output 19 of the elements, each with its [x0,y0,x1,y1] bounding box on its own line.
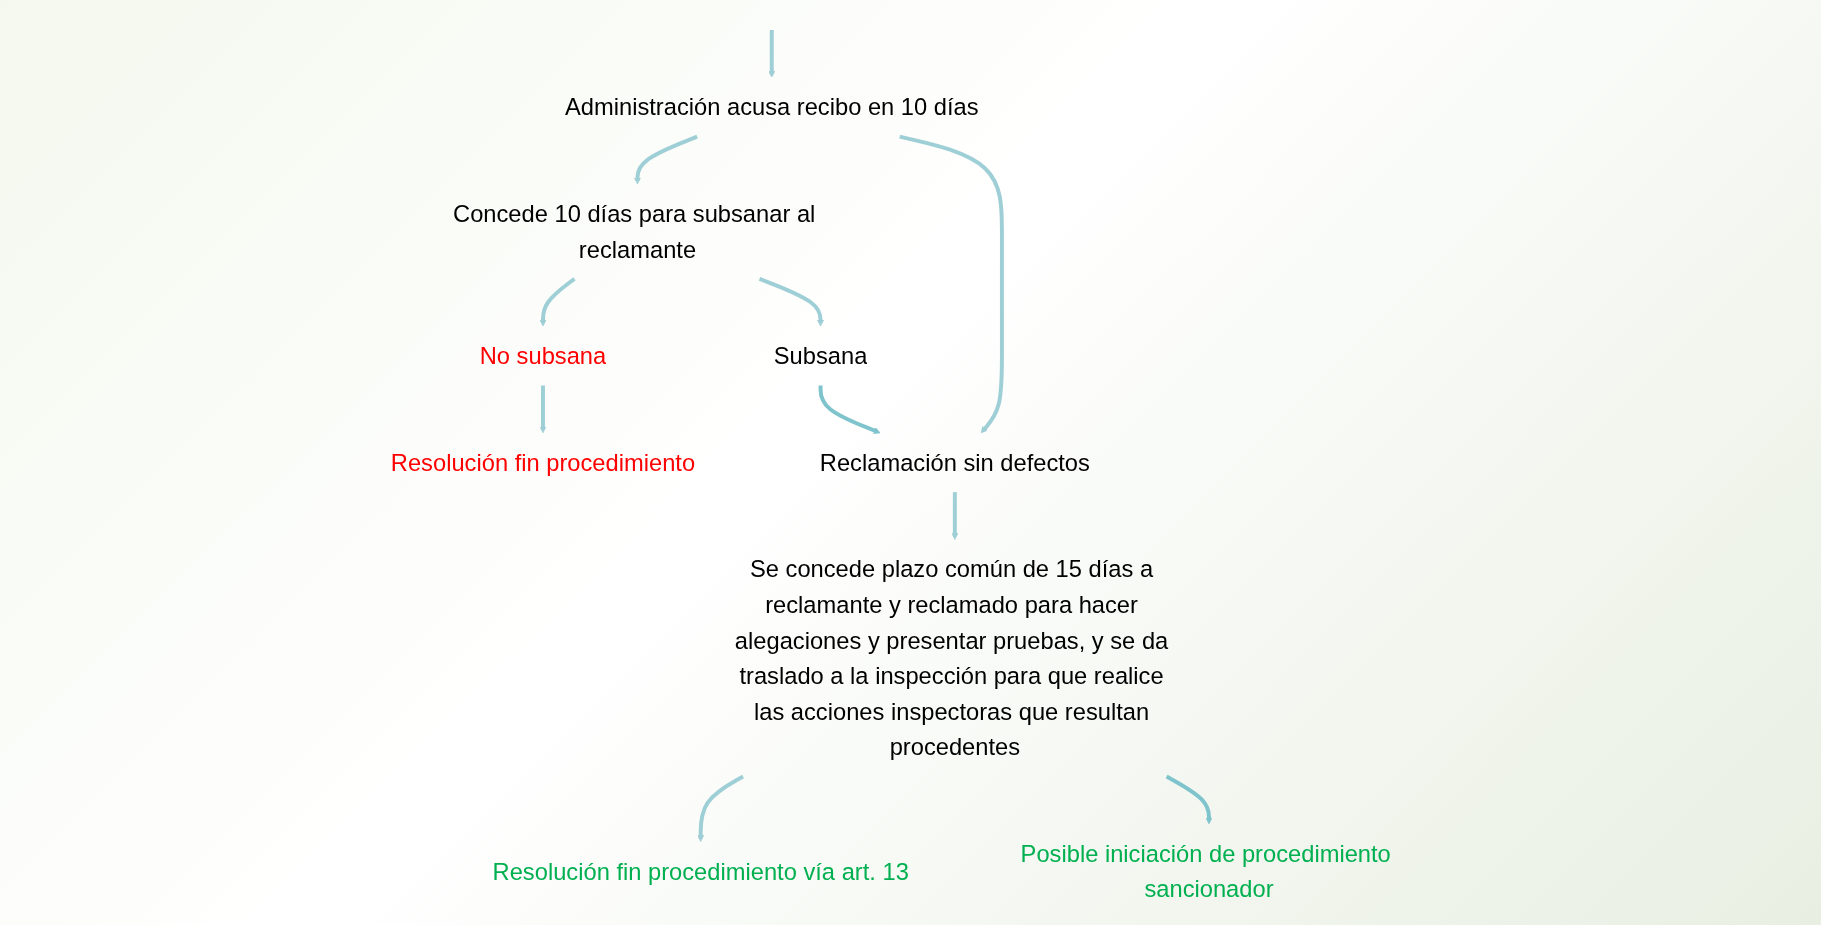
node-text: Posible iniciación de procedimiento sancionador [1020,840,1391,903]
arrow [697,774,744,842]
arrow [758,277,825,327]
node-text: Resolución fin procedimiento [390,449,696,476]
node-text: No subsana [479,342,607,369]
arrow [818,385,881,434]
arrow [539,277,576,327]
node-text: Subsana [773,342,868,369]
node-text: Administración acusa recibo en 10 días [564,94,979,121]
arrow [539,385,547,434]
node-text: Reclamación sin defectos [819,449,1090,476]
node-text: Resolución fin procedimiento vía art. 13 [492,858,909,885]
arrow [899,134,1004,434]
node-text: Concede 10 días para subsanar al reclamante [453,200,816,263]
arrow [1165,774,1213,825]
arrow [634,134,698,185]
arrow [951,492,959,540]
arrow [768,30,776,78]
node-text: Se concede plazo común de 15 días a reclamante y reclamado para hacer alegaciones y presentar pruebas, y se da traslado a la inspección para que realice las acciones inspectoras que resultan procedentes [734,556,1169,760]
